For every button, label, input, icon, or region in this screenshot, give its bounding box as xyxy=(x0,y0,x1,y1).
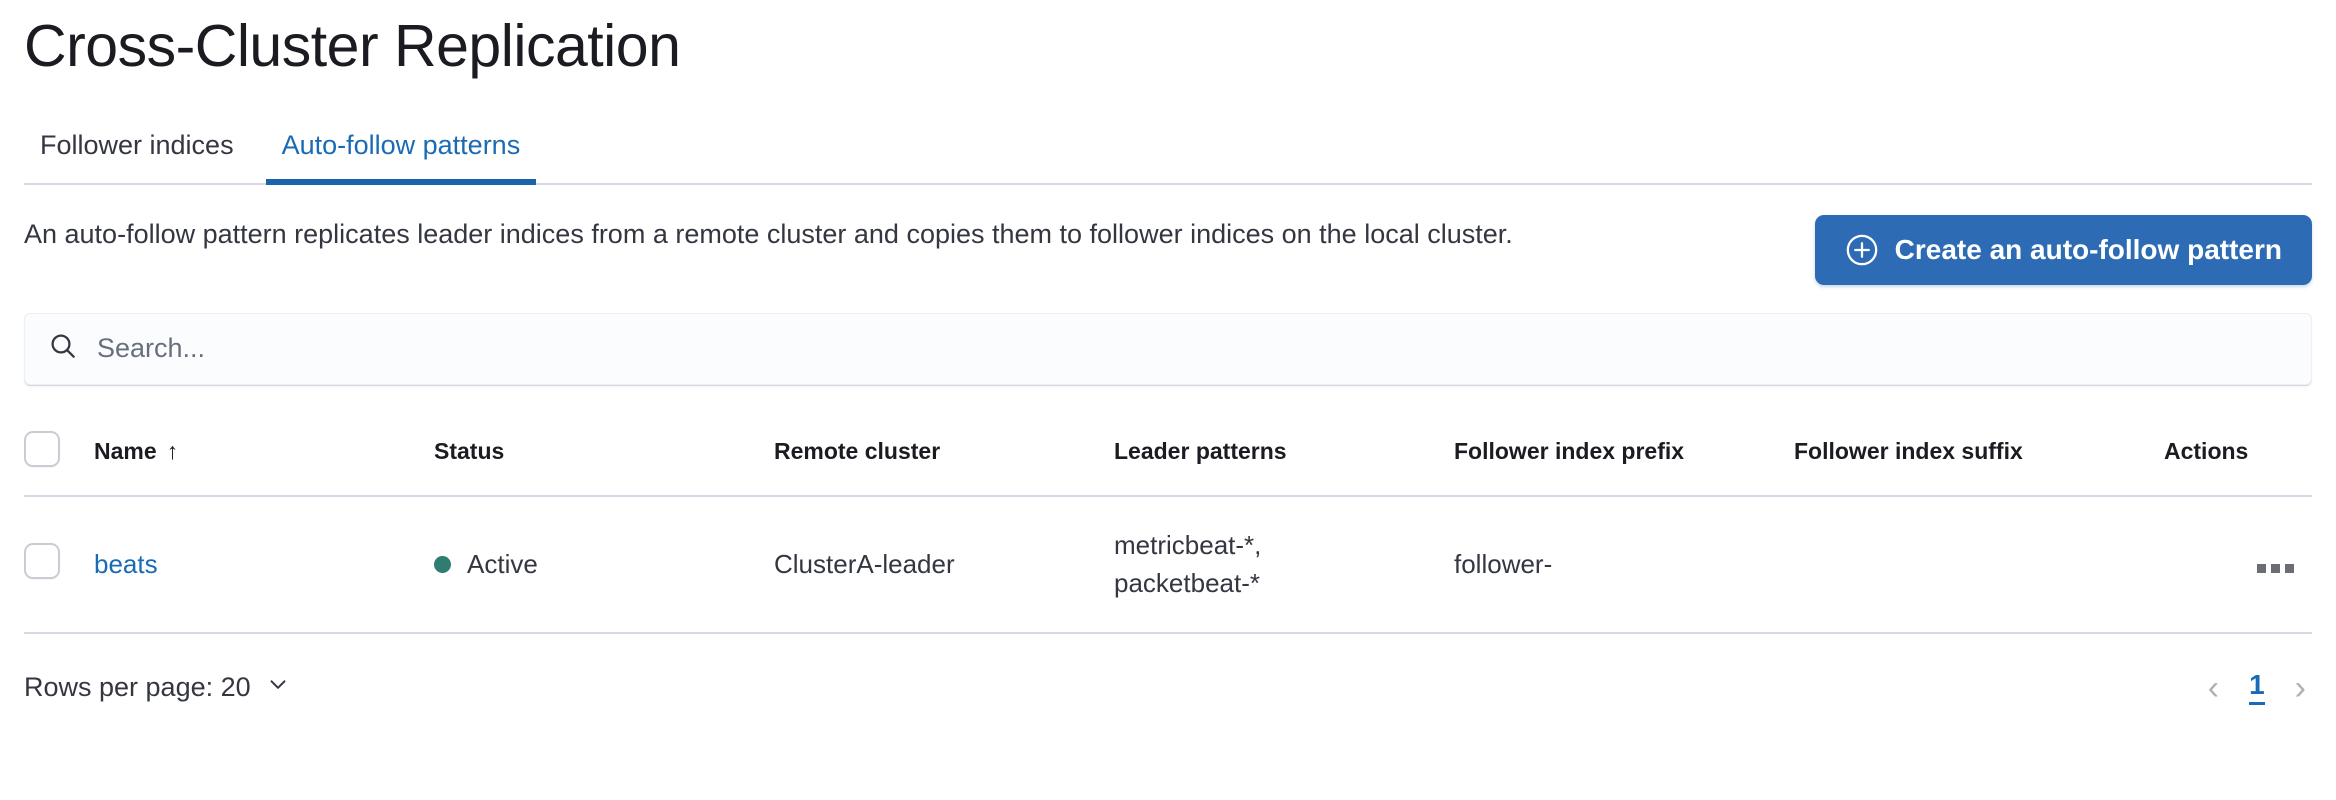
search-placeholder: Search... xyxy=(97,333,206,364)
row-follower-index-prefix-cell: follower- xyxy=(1454,495,1794,635)
more-actions-icon[interactable] xyxy=(2251,558,2300,579)
row-status-cell: Active xyxy=(434,495,774,635)
arrow-up-icon: ↑ xyxy=(166,438,179,465)
tab-follower-indices[interactable]: Follower indices xyxy=(40,129,234,160)
rows-per-page-label: Rows per page: 20 xyxy=(24,672,251,703)
tab-auto-follow-patterns[interactable]: Auto-follow patterns xyxy=(265,130,537,185)
column-header-follower-index-suffix[interactable]: Follower index suffix xyxy=(1794,418,2164,497)
chevron-down-icon xyxy=(265,671,291,704)
rows-per-page-selector[interactable]: Rows per page: 20 xyxy=(24,671,291,704)
tab-bar: Follower indices Auto-follow patterns xyxy=(24,109,2312,185)
column-header-actions: Actions xyxy=(2164,418,2312,497)
column-header-remote-cluster[interactable]: Remote cluster xyxy=(774,418,1114,497)
page-title: Cross-Cluster Replication xyxy=(24,13,681,79)
dot xyxy=(2285,564,2294,574)
row-leader-patterns-cell: metricbeat-*, packetbeat-* xyxy=(1114,495,1454,635)
search-input[interactable]: Search... xyxy=(24,312,2312,385)
pagination-page-1[interactable]: 1 xyxy=(2249,669,2265,706)
row-select-cell xyxy=(24,495,94,635)
column-header-leader-patterns[interactable]: Leader patterns xyxy=(1114,418,1454,497)
column-header-follower-index-prefix[interactable]: Follower index prefix xyxy=(1454,418,1794,497)
column-header-name[interactable]: Name ↑ xyxy=(94,418,434,497)
search-icon xyxy=(47,330,79,367)
leader-pattern-item: packetbeat-* xyxy=(1114,567,1260,598)
table-header: Name ↑ Status Remote cluster Leader patte… xyxy=(24,418,2312,497)
status-badge: Active xyxy=(434,549,538,580)
dot xyxy=(2271,564,2280,574)
row-remote-cluster-cell: ClusterA-leader xyxy=(774,495,1114,635)
table-row: beats Active ClusterA-leader metricbeat-… xyxy=(24,495,2312,635)
row-actions-cell xyxy=(2164,495,2312,635)
description-row: An auto-follow pattern replicates leader… xyxy=(24,214,2312,285)
page-container: Cross-Cluster Replication Follower indic… xyxy=(24,13,2312,707)
table-header-row: Name ↑ Status Remote cluster Leader patte… xyxy=(24,418,2312,497)
row-follower-index-suffix-cell xyxy=(1794,495,2164,635)
dot xyxy=(2257,564,2266,574)
select-all-checkbox[interactable] xyxy=(24,430,60,467)
leader-patterns-list: metricbeat-*, packetbeat-* xyxy=(1114,527,1442,602)
table-body: beats Active ClusterA-leader metricbeat-… xyxy=(24,495,2312,635)
auto-follow-patterns-table: Name ↑ Status Remote cluster Leader patte… xyxy=(24,418,2312,635)
leader-pattern-item: metricbeat-*, xyxy=(1114,529,1262,560)
create-button-label: Create an auto-follow pattern xyxy=(1894,233,2282,265)
create-auto-follow-pattern-button[interactable]: Create an auto-follow pattern xyxy=(1814,214,2312,285)
plus-in-circle-icon xyxy=(1845,233,1879,267)
select-all-header xyxy=(24,418,94,497)
search-bar: Search... xyxy=(24,312,2312,385)
row-checkbox[interactable] xyxy=(24,543,60,580)
status-label: Active xyxy=(467,549,538,580)
column-header-name-label: Name xyxy=(94,438,157,465)
table-footer: Rows per page: 20 ‹ 1 › xyxy=(24,668,2312,707)
chevron-right-icon[interactable]: › xyxy=(2294,668,2306,707)
pagination: ‹ 1 › xyxy=(2207,668,2306,707)
chevron-left-icon[interactable]: ‹ xyxy=(2207,668,2220,707)
status-dot-icon xyxy=(434,556,451,574)
description-text: An auto-follow pattern replicates leader… xyxy=(24,218,1513,249)
row-name-cell: beats xyxy=(94,495,434,635)
pattern-name-link[interactable]: beats xyxy=(94,549,158,580)
column-header-status[interactable]: Status xyxy=(434,418,774,497)
